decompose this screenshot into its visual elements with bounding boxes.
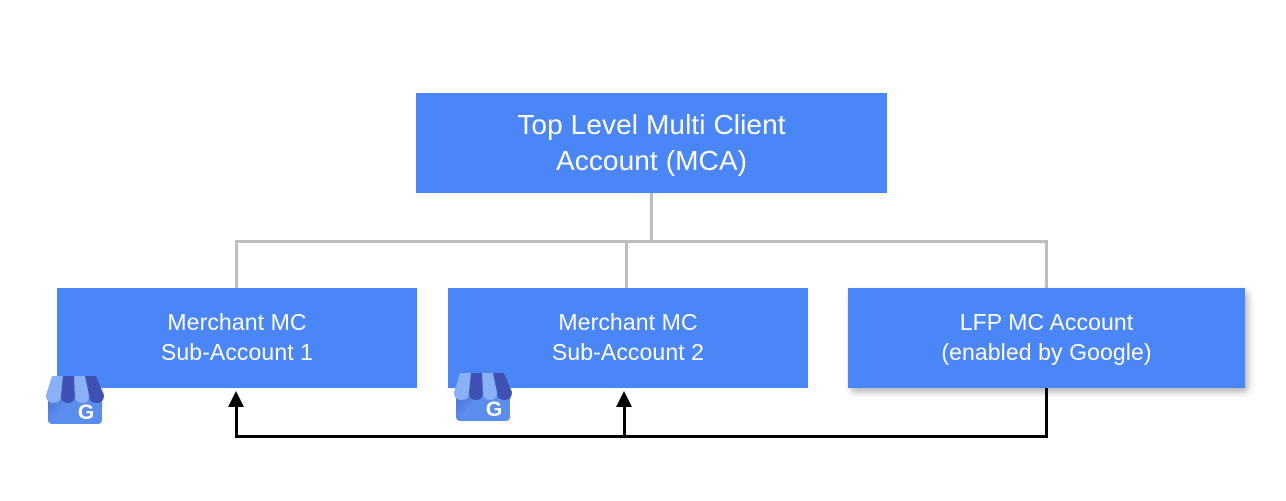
gbp-g-glyph: G (486, 398, 502, 421)
node-merchant-sub-account-1-line2: Sub-Account 1 (160, 339, 314, 365)
feedback-arrowhead-sub2-icon (616, 391, 632, 407)
connector-horizontal-bus (235, 240, 1048, 243)
google-business-profile-icon: G (42, 365, 108, 431)
gbp-g-glyph: G (78, 401, 94, 424)
node-top-level-mca-line1: Top Level Multi Client (517, 108, 786, 140)
feedback-line-up-sub1 (235, 401, 238, 436)
google-business-profile-icon: G (450, 362, 516, 428)
node-top-level-mca-line2: Account (MCA) (555, 145, 748, 176)
node-merchant-sub-account-2-line1: Merchant MC (558, 309, 698, 336)
feedback-line-from-lfp (1045, 388, 1048, 438)
node-lfp-mc-account[interactable]: LFP MC Account (enabled by Google) (848, 288, 1245, 388)
connector-drop-sub1 (235, 240, 238, 290)
feedback-arrowhead-sub1-icon (228, 391, 244, 407)
connector-drop-lfp (1045, 240, 1048, 290)
node-top-level-mca[interactable]: Top Level Multi Client Account (MCA) (416, 93, 887, 193)
node-merchant-sub-account-1-line1: Merchant MC (167, 309, 307, 336)
connector-mca-stem (650, 193, 653, 242)
feedback-line-horizontal (235, 435, 1048, 438)
node-merchant-sub-account-1[interactable]: Merchant MC Sub-Account 1 (57, 288, 417, 388)
feedback-line-up-sub2 (623, 401, 626, 436)
node-lfp-mc-account-line1: LFP MC Account (959, 309, 1134, 336)
node-lfp-mc-account-line2: (enabled by Google) (941, 339, 1152, 365)
node-merchant-sub-account-2-line2: Sub-Account 2 (551, 339, 705, 365)
connector-drop-sub2 (625, 240, 628, 290)
node-merchant-sub-account-2[interactable]: Merchant MC Sub-Account 2 (448, 288, 808, 388)
